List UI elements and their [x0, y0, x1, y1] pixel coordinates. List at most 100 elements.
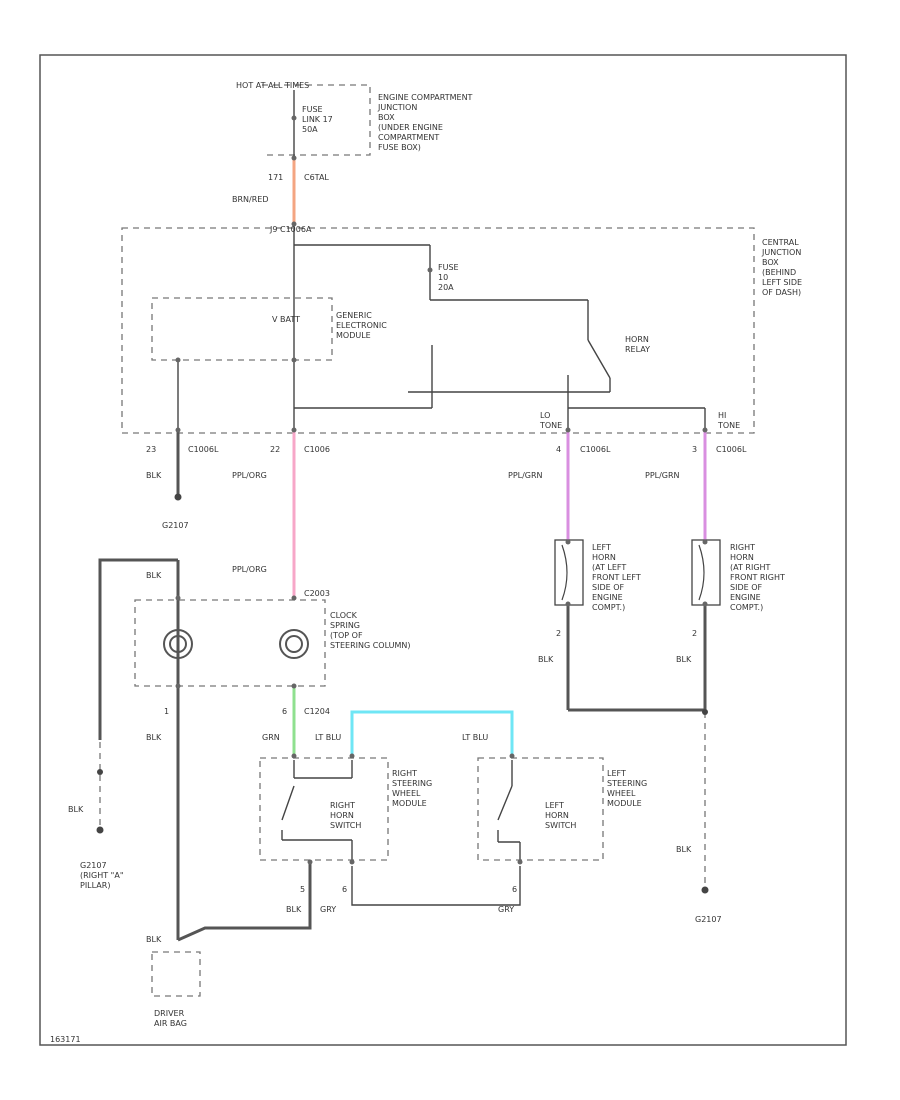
- label-right-horn-1: HORN: [730, 553, 754, 562]
- label-blk-2: BLK: [146, 571, 162, 580]
- label-left-steering-1: STEERING: [607, 779, 647, 788]
- label-g2107: G2107: [162, 521, 189, 530]
- label-c-171: 171: [268, 173, 283, 182]
- clock-spring-coil-right: [279, 629, 309, 659]
- label-pin-22: 22: [270, 445, 280, 454]
- label-pin-6b: 6: [342, 885, 347, 894]
- label-lt-blu-1: LT BLU: [315, 733, 341, 742]
- label-pin-4: 4: [556, 445, 561, 454]
- label-left-horn-0: LEFT: [592, 543, 611, 552]
- label-g2107-right-0: G2107: [80, 861, 107, 870]
- label-c-c1204: C1204: [304, 707, 330, 716]
- label-fuse-link-2: 50A: [302, 125, 318, 134]
- label-left-horn-switch-2: SWITCH: [545, 821, 576, 830]
- label-c-c1006l: C1006L: [188, 445, 219, 454]
- label-cjb-3: (BEHIND: [762, 268, 796, 277]
- label-clock-spring-3: STEERING COLUMN): [330, 641, 411, 650]
- label-pin-6c: 6: [512, 885, 517, 894]
- right-horn-switch-contact: [281, 785, 295, 821]
- label-pin-5: 5: [300, 885, 305, 894]
- label-horn-relay-1: RELAY: [625, 345, 650, 354]
- label-ppl-grn-2: PPL/GRN: [645, 471, 680, 480]
- diagram-frame: [39, 54, 847, 1046]
- label-footer-id: 163171: [50, 1035, 81, 1044]
- label-left-horn-1: HORN: [592, 553, 616, 562]
- label-gem-2: MODULE: [336, 331, 371, 340]
- central-junction-box-outline: [121, 227, 755, 434]
- label-left-steering-0: LEFT: [607, 769, 626, 778]
- label-gem-1: ELECTRONIC: [336, 321, 387, 330]
- label-fuse-10-1: 10: [438, 273, 448, 282]
- gem-outline: [151, 297, 333, 361]
- label-right-steering-1: STEERING: [392, 779, 432, 788]
- driver-airbag-outline: [151, 951, 201, 997]
- label-engine-box-2: BOX: [378, 113, 395, 122]
- label-pin-1: 1: [164, 707, 169, 716]
- label-clock-spring-2: (TOP OF: [330, 631, 363, 640]
- left-steering-module-outline: [477, 757, 604, 861]
- label-left-steering-3: MODULE: [607, 799, 642, 808]
- label-grn-3: GRY: [498, 905, 514, 914]
- label-c-cental: C6TAL: [304, 173, 329, 182]
- label-left-steering-2: WHEEL: [607, 789, 636, 798]
- label-fuse-10-2: 20A: [438, 283, 454, 292]
- label-ppl-grn-1: PPL/GRN: [508, 471, 543, 480]
- label-right-horn-2: (AT RIGHT: [730, 563, 771, 572]
- label-hot-at-all-times: HOT AT ALL TIMES: [236, 81, 309, 90]
- label-c-c1006l-2: C1006L: [580, 445, 611, 454]
- label-blk-3: BLK: [538, 655, 554, 664]
- label-right-horn-switch-0: RIGHT: [330, 801, 355, 810]
- label-right-steering-2: WHEEL: [392, 789, 421, 798]
- label-left-horn-2: (AT LEFT: [592, 563, 626, 572]
- label-engine-box-1: JUNCTION: [377, 103, 417, 112]
- label-pin-2b: 2: [692, 629, 697, 638]
- label-c-c2003: C2003: [304, 589, 330, 598]
- label-blk: BLK: [146, 471, 162, 480]
- label-clock-spring-0: CLOCK: [330, 611, 358, 620]
- label-left-horn-5: ENGINE: [592, 593, 623, 602]
- label-lo-tone-0: LO: [540, 411, 550, 420]
- label-left-horn-switch-0: LEFT: [545, 801, 564, 810]
- label-pin-23: 23: [146, 445, 156, 454]
- label-right-horn-3: FRONT RIGHT: [730, 573, 785, 582]
- label-ppl-org: PPL/ORG: [232, 471, 267, 480]
- label-lo-tone-1: TONE: [539, 421, 562, 430]
- wire-lt-blu: [350, 710, 514, 756]
- label-blk-7: BLK: [676, 845, 692, 854]
- label-left-horn-3: FRONT LEFT: [592, 573, 641, 582]
- engine-junction-box-outline: [262, 84, 371, 156]
- label-grn: GRN: [262, 733, 280, 742]
- label-hi-tone-0: HI: [718, 411, 726, 420]
- label-lt-blu-2: LT BLU: [462, 733, 488, 742]
- label-pin-2a: 2: [556, 629, 561, 638]
- label-driver-airbag-1: AIR BAG: [154, 1019, 187, 1028]
- label-right-horn-switch-1: HORN: [330, 811, 354, 820]
- label-g2107-right-2: PILLAR): [80, 881, 110, 890]
- left-horn-switch-contact: [497, 785, 513, 821]
- right-horn-body: [691, 539, 721, 606]
- label-right-horn-0: RIGHT: [730, 543, 755, 552]
- label-gem-0: GENERIC: [336, 311, 372, 320]
- label-engine-box-0: ENGINE COMPARTMENT: [378, 93, 473, 102]
- label-right-horn-switch-2: SWITCH: [330, 821, 361, 830]
- label-clock-spring-1: SPRING: [330, 621, 360, 630]
- left-horn-body: [554, 539, 584, 606]
- label-cjb-2: BOX: [762, 258, 779, 267]
- label-v-batt: V BATT: [272, 315, 300, 324]
- label-engine-box-4: COMPARTMENT: [378, 133, 439, 142]
- label-blk-8: BLK: [146, 935, 162, 944]
- label-left-horn-4: SIDE OF: [592, 583, 624, 592]
- label-engine-box-3: (UNDER ENGINE: [378, 123, 443, 132]
- label-driver-airbag-0: DRIVER: [154, 1009, 185, 1018]
- label-ppl-org-2: PPL/ORG: [232, 565, 267, 574]
- label-blk-5: BLK: [146, 733, 162, 742]
- label-right-horn-5: ENGINE: [730, 593, 761, 602]
- label-cjb-4: LEFT SIDE: [762, 278, 802, 287]
- clock-spring-outline: [134, 599, 326, 687]
- label-g2107-c: G2107: [695, 915, 722, 924]
- label-c-c1006l-3: C1006L: [716, 445, 747, 454]
- label-right-horn-4: SIDE OF: [730, 583, 762, 592]
- label-fuse-link-1: LINK 17: [302, 115, 333, 124]
- label-brn-red: BRN/RED: [232, 195, 269, 204]
